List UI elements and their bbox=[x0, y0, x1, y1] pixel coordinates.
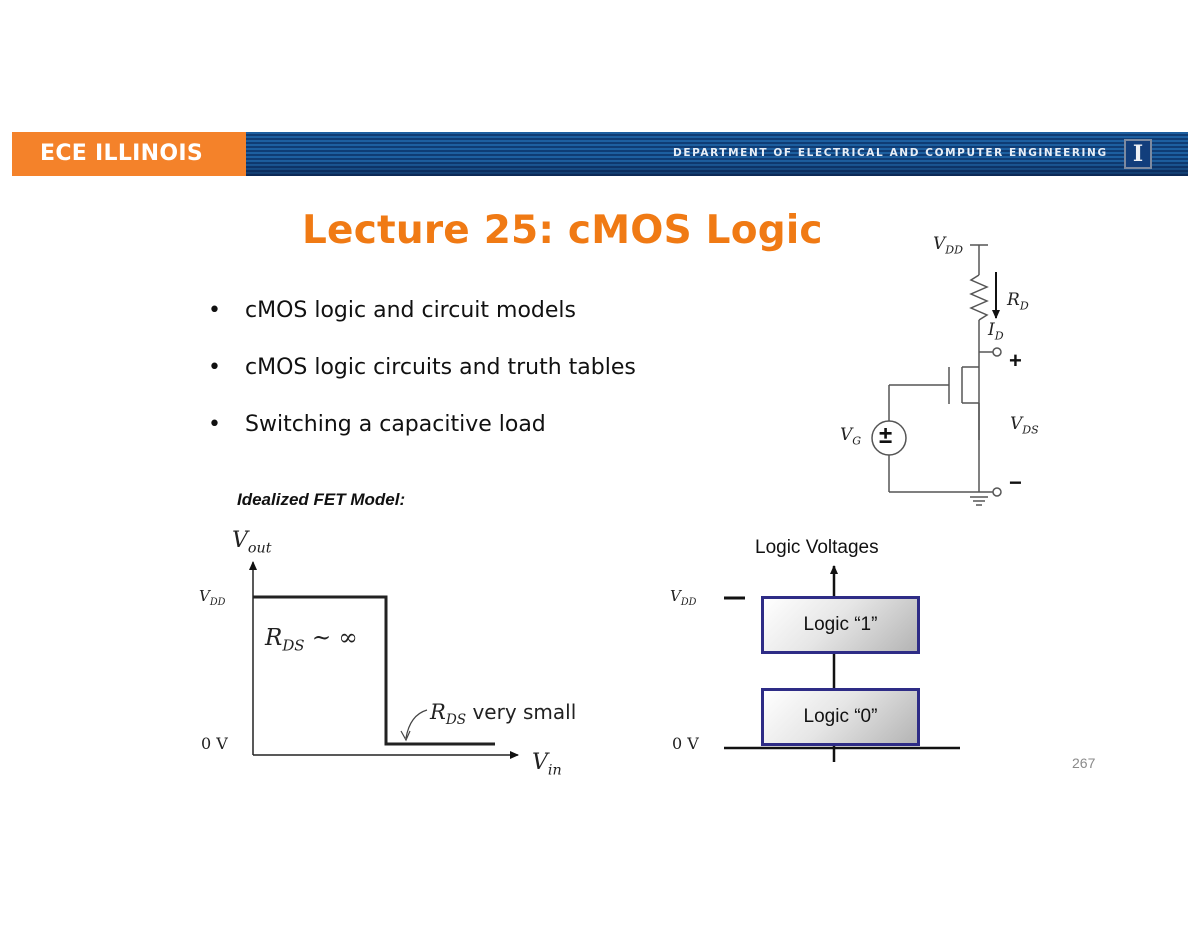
vdd-tick-label: VDD bbox=[199, 587, 226, 608]
nmos-circuit-schematic bbox=[871, 244, 1002, 506]
bullet-item: cMOS logic and circuit models bbox=[208, 298, 636, 355]
vout-axis-label: Vout bbox=[232, 528, 272, 557]
voltage-source-icon: ± bbox=[879, 422, 893, 449]
logic-zero-volt-label: 0 V bbox=[672, 734, 699, 753]
ece-illinois-brand: ECE ILLINOIS bbox=[12, 132, 246, 176]
vds-label: VDS bbox=[1010, 414, 1039, 437]
department-text: DEPARTMENT OF ELECTRICAL AND COMPUTER EN… bbox=[673, 147, 1108, 159]
slide-title: Lecture 25: cMOS Logic bbox=[302, 208, 823, 253]
zero-volt-tick-label: 0 V bbox=[201, 734, 228, 753]
brand-text: ECE ILLINOIS bbox=[40, 141, 204, 166]
plus-terminal-label: + bbox=[1009, 348, 1022, 373]
logic-vdd-label: VDD bbox=[670, 587, 697, 608]
fet-model-heading: Idealized FET Model: bbox=[237, 490, 406, 509]
logic-one-label: Logic “1” bbox=[803, 614, 878, 635]
header-banner: ECE ILLINOIS DEPARTMENT OF ELECTRICAL AN… bbox=[12, 132, 1188, 176]
bullet-list: cMOS logic and circuit models cMOS logic… bbox=[208, 298, 636, 469]
logic-one-box: Logic “1” bbox=[761, 596, 920, 654]
vdd-label: VDD bbox=[933, 234, 963, 257]
vg-label: VG bbox=[840, 425, 862, 448]
page-number: 267 bbox=[1072, 755, 1096, 771]
minus-terminal-label: − bbox=[1009, 470, 1022, 495]
logic-zero-label: Logic “0” bbox=[803, 706, 878, 727]
rds-infinite-label: RDS ~ ∞ bbox=[265, 625, 358, 655]
illinois-logo-icon: I bbox=[1124, 139, 1152, 169]
logic-zero-box: Logic “0” bbox=[761, 688, 920, 746]
fet-transfer-plot bbox=[249, 561, 519, 759]
logic-voltages-title: Logic Voltages bbox=[755, 537, 879, 558]
rds-small-label: RDS very small bbox=[430, 700, 577, 729]
bullet-item: cMOS logic circuits and truth tables bbox=[208, 355, 636, 412]
rd-label: RD bbox=[1007, 290, 1029, 313]
department-bar bbox=[246, 132, 1188, 176]
vin-axis-label: Vin bbox=[532, 750, 562, 779]
id-label: ID bbox=[988, 320, 1004, 343]
bullet-item: Switching a capacitive load bbox=[208, 412, 636, 469]
